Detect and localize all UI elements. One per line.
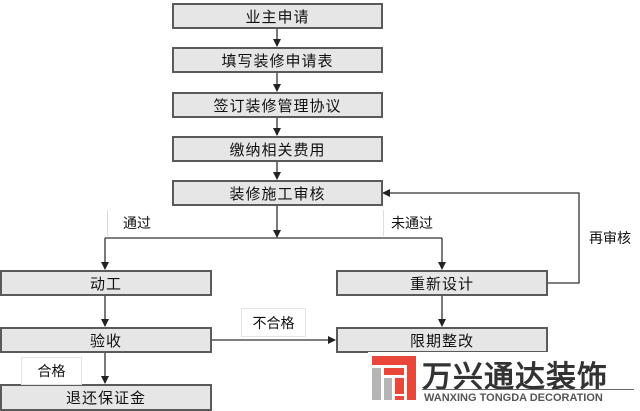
node-pay-fees: 缴纳相关费用: [172, 136, 383, 162]
node-inspect: 验收: [0, 327, 212, 353]
label-re-review: 再审核: [584, 225, 636, 251]
logo-mark-icon: [372, 356, 416, 400]
node-redesign: 重新设计: [336, 270, 548, 296]
node-fill-form: 填写装修申请表: [172, 47, 383, 73]
label-qualified: 合格: [21, 357, 82, 385]
company-logo: 万兴通达装饰 WANXING TONGDA DECORATION: [368, 352, 640, 411]
label-pass: 通过: [107, 210, 166, 236]
label-unqualified: 不合格: [241, 308, 306, 337]
node-start-work: 动工: [0, 270, 212, 296]
node-owner-apply: 业主申请: [172, 3, 383, 29]
logo-divider: [422, 389, 634, 390]
node-refund-deposit: 退还保证金: [0, 384, 212, 411]
label-not-pass: 未通过: [383, 210, 440, 236]
node-review: 装修施工审核: [172, 180, 383, 206]
node-sign-agreement: 签订装修管理协议: [172, 92, 383, 118]
logo-name-en: WANXING TONGDA DECORATION: [424, 392, 603, 404]
node-rectify: 限期整改: [336, 327, 548, 353]
